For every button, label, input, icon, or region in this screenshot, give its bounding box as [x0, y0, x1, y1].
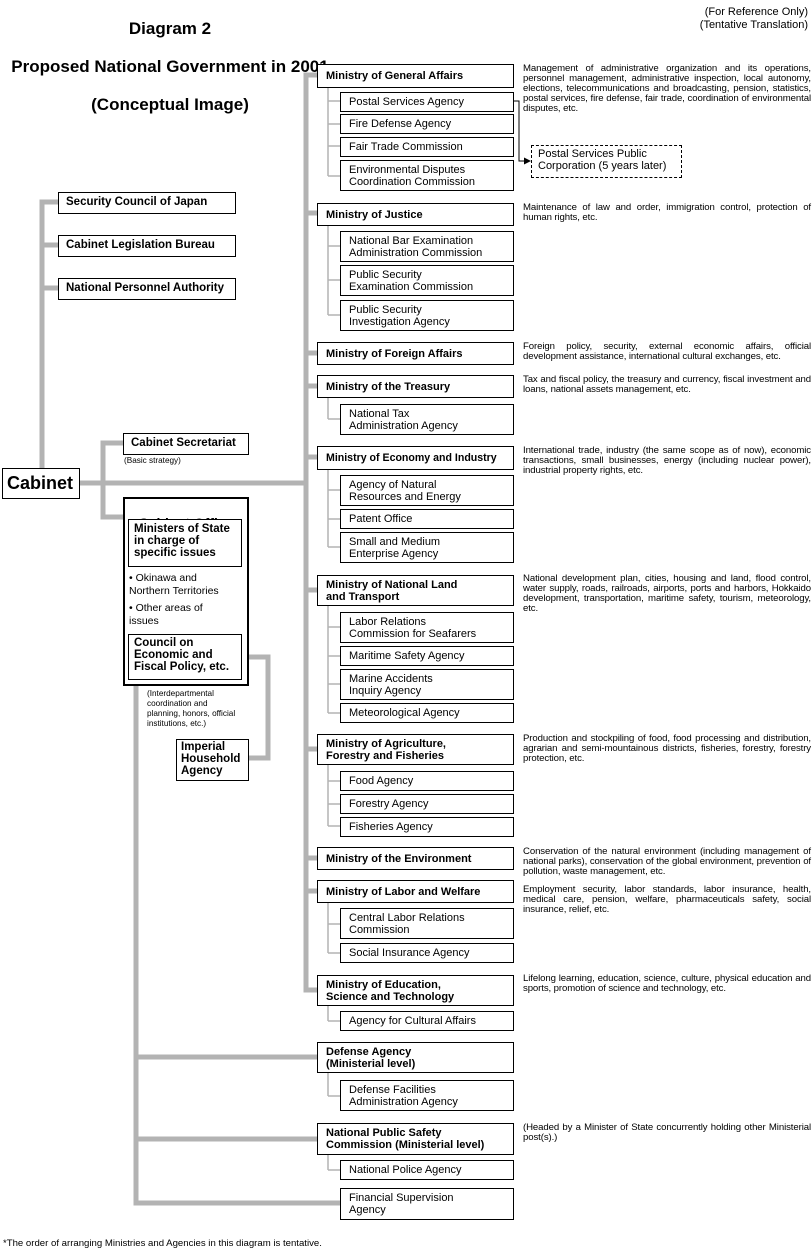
- agency-natural-resources: Agency of Natural Resources and Energy: [340, 475, 514, 506]
- agency-environmental-disputes: Environmental Disputes Coordination Comm…: [340, 160, 514, 191]
- agency-meteorological: Meteorological Agency: [340, 703, 514, 723]
- ministry-foreign-affairs: Ministry of Foreign Affairs: [317, 342, 514, 365]
- agency-fire-defense: Fire Defense Agency: [340, 114, 514, 134]
- desc-agriculture: Production and stockpiling of food, food…: [523, 733, 811, 764]
- agency-marine-accidents: Marine Accidents Inquiry Agency: [340, 669, 514, 700]
- ministry-agriculture-forestry-fisheries: Ministry of Agriculture, Forestry and Fi…: [317, 734, 514, 765]
- agency-postal-services: Postal Services Agency: [340, 92, 514, 112]
- agency-bar-examination: National Bar Examination Administration …: [340, 231, 514, 262]
- defense-agency-box: Defense Agency (Ministerial level): [317, 1042, 514, 1073]
- cabinet-office-note: (Interdepartmental coordination and plan…: [147, 689, 236, 728]
- agency-cultural-affairs: Agency for Cultural Affairs: [340, 1011, 514, 1031]
- imperial-household-agency-box: Imperial Household Agency: [176, 739, 249, 781]
- economic-fiscal-council-box: Council on Economic and Fiscal Policy, e…: [128, 634, 242, 680]
- ministry-justice: Ministry of Justice: [317, 203, 514, 226]
- desc-justice: Maintenance of law and order, immigratio…: [523, 202, 811, 223]
- agency-security-examination: Public Security Examination Commission: [340, 265, 514, 296]
- desc-national-land-transport: National development plan, cities, housi…: [523, 573, 811, 614]
- ministry-education-science-technology: Ministry of Education, Science and Techn…: [317, 975, 514, 1006]
- ministry-general-affairs: Ministry of General Affairs: [317, 64, 514, 88]
- desc-education: Lifelong learning, education, science, c…: [523, 973, 811, 994]
- financial-supervision-agency-box: Financial Supervision Agency: [340, 1188, 514, 1220]
- title-line-3: (Conceptual Image): [91, 95, 249, 114]
- agency-seafarers-labor-relations: Labor Relations Commission for Seafarers: [340, 612, 514, 643]
- postal-public-corporation-box: Postal Services Public Corporation (5 ye…: [531, 145, 682, 178]
- agency-social-insurance: Social Insurance Agency: [340, 943, 514, 963]
- agency-security-investigation: Public Security Investigation Agency: [340, 300, 514, 331]
- reference-note: (For Reference Only) (Tentative Translat…: [699, 6, 808, 31]
- agency-defense-facilities: Defense Facilities Administration Agency: [340, 1080, 514, 1111]
- agency-forestry: Forestry Agency: [340, 794, 514, 814]
- title-line-2: Proposed National Government in 2001: [11, 57, 329, 76]
- agency-fair-trade: Fair Trade Commission: [340, 137, 514, 157]
- agency-maritime-safety: Maritime Safety Agency: [340, 646, 514, 666]
- cabinet-secretariat-box: Cabinet Secretariat: [123, 433, 249, 455]
- agency-central-labor-relations: Central Labor Relations Commission: [340, 908, 514, 939]
- desc-public-safety: (Headed by a Minister of State concurren…: [523, 1122, 811, 1143]
- agency-national-tax: National Tax Administration Agency: [340, 404, 514, 435]
- ministry-environment: Ministry of the Environment: [317, 847, 514, 870]
- desc-environment: Conservation of the natural environment …: [523, 846, 811, 877]
- ministry-treasury: Ministry of the Treasury: [317, 375, 514, 398]
- cabinet-legislation-bureau-box: Cabinet Legislation Bureau: [58, 235, 236, 257]
- agency-small-medium-enterprise: Small and Medium Enterprise Agency: [340, 532, 514, 563]
- desc-foreign-affairs: Foreign policy, security, external econo…: [523, 341, 811, 362]
- cabinet-office-bullet-okinawa: • Okinawa and Northern Territories: [129, 572, 219, 597]
- security-council-box: Security Council of Japan: [58, 192, 236, 214]
- cabinet-box: Cabinet: [2, 468, 80, 499]
- diagram-title: Diagram 2 Proposed National Government i…: [0, 0, 340, 133]
- national-personnel-authority-box: National Personnel Authority: [58, 278, 236, 300]
- desc-treasury: Tax and fiscal policy, the treasury and …: [523, 374, 811, 395]
- footnote: *The order of arranging Ministries and A…: [3, 1238, 322, 1249]
- desc-general-affairs: Management of administrative organizatio…: [523, 63, 811, 114]
- ministry-national-land-transport: Ministry of National Land and Transport: [317, 575, 514, 606]
- ministers-of-state-box: Ministers of State in charge of specific…: [128, 519, 242, 567]
- cabinet-secretariat-note: (Basic strategy): [124, 456, 181, 465]
- ministry-labor-welfare: Ministry of Labor and Welfare: [317, 880, 514, 903]
- desc-economy-industry: International trade, industry (the same …: [523, 445, 811, 476]
- desc-labor-welfare: Employment security, labor standards, la…: [523, 884, 811, 915]
- title-line-1: Diagram 2: [128, 19, 212, 38]
- agency-patent-office: Patent Office: [340, 509, 514, 529]
- public-safety-commission-box: National Public Safety Commission (Minis…: [317, 1123, 514, 1155]
- ministry-economy-industry: Ministry of Economy and Industry: [317, 446, 514, 470]
- cabinet-office-bullet-other: • Other areas of issues: [129, 602, 203, 627]
- agency-fisheries: Fisheries Agency: [340, 817, 514, 837]
- agency-food: Food Agency: [340, 771, 514, 791]
- agency-national-police: National Police Agency: [340, 1160, 514, 1180]
